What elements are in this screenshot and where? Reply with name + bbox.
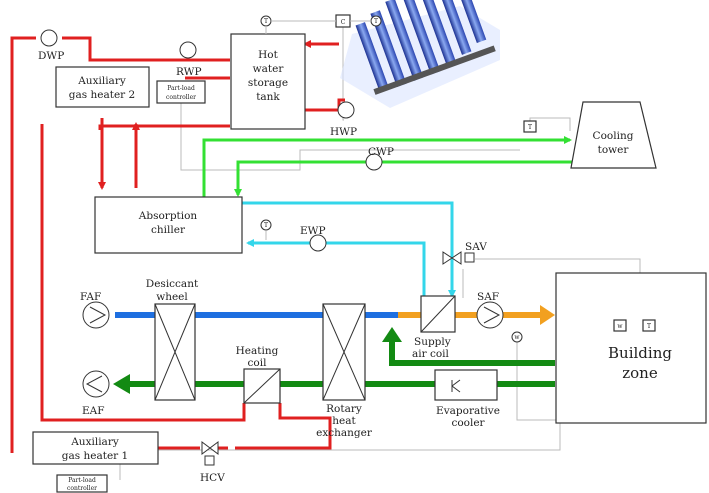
evap-cooler-line2: cooler — [451, 417, 485, 429]
plc1-line1: Part-load — [68, 477, 96, 484]
hcv-valve-icon[interactable] — [201, 441, 219, 466]
ewp-pump-icon[interactable] — [309, 234, 327, 252]
chiller-line1: Absorption — [138, 210, 198, 222]
evap-cooler-line1: Evaporative — [436, 405, 500, 417]
ewp-label: EWP — [300, 225, 326, 237]
hwp-pump-icon[interactable] — [337, 101, 355, 119]
rwp-pump-icon[interactable] — [179, 41, 197, 59]
zone-humidity-sensor-icon — [613, 319, 627, 332]
cwp-pump-icon[interactable] — [365, 153, 383, 171]
ct-temp-label: T — [528, 124, 532, 131]
supply-coil-line1: Supply — [414, 336, 451, 348]
rotary-line3: exchanger — [316, 427, 373, 439]
aux-heater-1-line2: gas heater 1 — [62, 450, 128, 462]
cwp-label: CWP — [368, 146, 394, 158]
aux-heater-2-line1: Auxiliary — [77, 75, 126, 87]
chiller-line2: chiller — [151, 224, 186, 236]
solar-collector-icon — [340, 0, 500, 108]
aux-heater-1-line1: Auxiliary — [70, 436, 119, 448]
chiller-temp-label: T — [264, 222, 268, 229]
cooling-tower-temp-sensor-icon — [523, 120, 537, 133]
hcv-label: HCV — [200, 472, 225, 484]
dwp-pump-icon[interactable] — [40, 29, 58, 47]
supply-coil-line2: air coil — [412, 348, 450, 360]
cooling-tower[interactable] — [570, 101, 657, 169]
supply-humidity-sensor-icon — [511, 331, 523, 343]
hwp-label: HWP — [330, 126, 357, 138]
tank-line2: water — [253, 63, 285, 75]
plc1-line2: controller — [67, 485, 97, 492]
tank-line3: storage — [248, 77, 288, 89]
faf-label: FAF — [80, 291, 101, 303]
supply-w-label: w — [514, 334, 520, 341]
chilled-water-loop — [242, 201, 456, 306]
aux-heater-2-line2: gas heater 2 — [69, 89, 135, 101]
zone-t-label: T — [647, 323, 651, 330]
saf-fan-icon[interactable] — [476, 301, 504, 329]
eaf-fan-icon[interactable] — [82, 370, 110, 398]
zone-w-label: w — [617, 323, 623, 330]
part-load-controller-1 — [56, 474, 108, 493]
rotary-heat-exchanger[interactable] — [322, 303, 366, 401]
collector-temp-label: T — [374, 18, 378, 25]
desiccant-wheel[interactable] — [154, 303, 196, 401]
evaporative-cooler[interactable] — [434, 369, 498, 401]
heating-coil[interactable] — [243, 368, 281, 404]
sav-valve-icon[interactable] — [442, 251, 475, 265]
building-zone-line1: Building — [608, 344, 672, 362]
absorption-chiller[interactable] — [94, 196, 243, 254]
plc2-line1: Part-load — [167, 85, 195, 92]
sav-label: SAV — [465, 241, 487, 253]
tank-line1: Hot — [258, 49, 278, 61]
hot-water-loops — [10, 36, 345, 453]
dwp-label: DWP — [38, 50, 64, 62]
part-load-controller-2 — [156, 80, 206, 104]
desiccant-line1: Desiccant — [146, 278, 199, 290]
aux-gas-heater-1[interactable] — [32, 431, 159, 465]
rwp-label: RWP — [176, 66, 202, 78]
zone-temp-sensor-icon — [642, 319, 656, 332]
rotary-line1: Rotary — [326, 403, 362, 415]
tank-temp-label: T — [264, 18, 268, 25]
supply-air-coil[interactable] — [420, 295, 456, 333]
faf-fan-icon[interactable] — [82, 301, 110, 329]
cooling-water-loop — [202, 136, 610, 197]
eaf-label: EAF — [82, 405, 105, 417]
tank-line4: tank — [256, 91, 280, 103]
chiller-temp-sensor-icon — [260, 219, 272, 231]
hot-water-storage-tank[interactable] — [230, 33, 306, 130]
building-zone-line2: zone — [622, 364, 658, 382]
controller-c-label: C — [341, 19, 346, 26]
saf-label: SAF — [477, 291, 499, 303]
heating-coil-line2: coil — [248, 357, 268, 369]
desiccant-line2: wheel — [156, 291, 188, 303]
aux-gas-heater-2[interactable] — [55, 66, 150, 108]
rotary-line2: heat — [332, 415, 356, 427]
plc2-line2: controller — [166, 94, 196, 101]
building-zone[interactable] — [555, 272, 707, 424]
cooling-tower-line2: tower — [598, 144, 630, 156]
cooling-tower-line1: Cooling — [593, 130, 634, 142]
heating-coil-line1: Heating — [236, 345, 279, 357]
